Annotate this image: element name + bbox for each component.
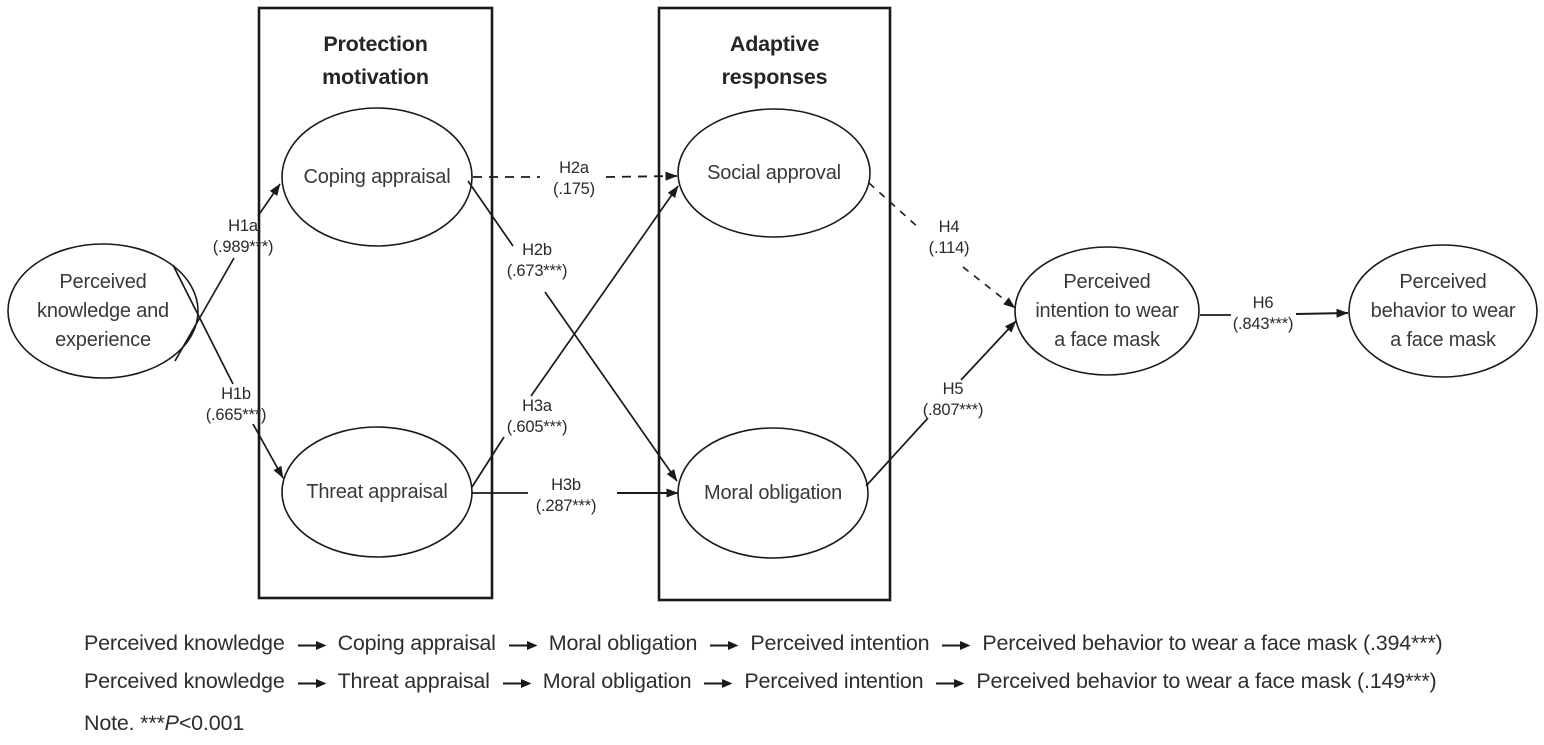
arrow-icon xyxy=(508,640,538,650)
h1a-name: H1a xyxy=(228,217,258,235)
protection-motivation-title: Protection motivation xyxy=(322,32,429,89)
h3b-label: H3b (.287***) xyxy=(516,475,616,517)
h4-value: (.114) xyxy=(928,239,970,257)
h2a-value: (.175) xyxy=(553,180,595,198)
h4-label: H4 (.114) xyxy=(899,217,999,259)
summary-1-segment-5: Perceived behavior to wear a face mask (… xyxy=(982,631,1443,655)
h4-name: H4 xyxy=(938,218,960,236)
summary-1-segment-1: Perceived knowledge xyxy=(84,631,285,655)
summary-2-segment-2: Threat appraisal xyxy=(337,669,490,693)
coping-appraisal-node-label: Coping appraisal xyxy=(303,165,451,188)
intention-node-label: Perceived intention to wear a face mask xyxy=(1035,271,1179,351)
h1a-label: H1a (.989***) xyxy=(193,216,293,258)
h2b-name: H2b xyxy=(522,241,552,259)
h5-label: H5 (.807***) xyxy=(903,379,1003,421)
h6-name: H6 xyxy=(1252,294,1274,312)
threat-appraisal-ellipse xyxy=(281,426,473,558)
behavior-ellipse xyxy=(1348,244,1538,378)
h3a-name: H3a xyxy=(522,397,552,415)
summary-1-segment-3: Moral obligation xyxy=(548,631,698,655)
h1b-path-segment xyxy=(172,264,234,385)
h1b-path-arrow xyxy=(252,423,284,479)
h1b-name: H1b xyxy=(221,385,251,403)
h3a-label: H3a (.605***) xyxy=(487,396,587,438)
h2b-path-segment xyxy=(467,180,514,247)
arrow-icon xyxy=(936,678,965,688)
h2b-value: (.673***) xyxy=(506,262,568,280)
arrow-icon xyxy=(502,678,532,688)
social-approval-node-label: Social approval xyxy=(707,162,841,184)
arrow-icon xyxy=(704,678,733,688)
h1a-path-arrow xyxy=(257,183,281,217)
moral-obligation-node-label: Moral obligation xyxy=(704,482,842,504)
social-approval-ellipse xyxy=(677,108,871,238)
arrow-icon xyxy=(297,640,327,650)
note-line: Note. ***P<0.001 xyxy=(84,711,244,736)
coping-appraisal-ellipse xyxy=(281,107,473,247)
h2a-name: H2a xyxy=(559,159,589,177)
arrow-icon xyxy=(710,640,739,650)
h2a-path-arrow xyxy=(605,171,678,181)
h6-value: (.843***) xyxy=(1232,315,1294,333)
h3a-value: (.605***) xyxy=(506,418,568,436)
h1b-value: (.665***) xyxy=(205,406,267,424)
arrow-icon xyxy=(942,640,971,650)
summary-2-segment-1: Perceived knowledge xyxy=(84,669,285,693)
h3b-name: H3b xyxy=(551,476,581,494)
h2a-label: H2a (.175) xyxy=(524,158,624,200)
protection-motivation-box xyxy=(257,6,494,600)
h4-path-arrow xyxy=(962,266,1016,309)
h1b-label: H1b (.665***) xyxy=(186,384,286,426)
summary-2-segment-4: Perceived intention xyxy=(744,669,924,693)
summary-path-row-2: Perceived knowledge Threat appraisal Mor… xyxy=(84,669,1437,694)
summary-2-segment-3: Moral obligation xyxy=(542,669,692,693)
adaptive-responses-box xyxy=(657,6,892,602)
knowledge-ellipse xyxy=(7,243,199,379)
arrow-icon xyxy=(297,678,327,688)
h2b-path-arrow xyxy=(544,291,678,482)
h3b-value: (.287***) xyxy=(535,497,597,515)
note-p-symbol: P xyxy=(164,711,179,735)
h3a-path-arrow xyxy=(530,185,679,397)
note-suffix: <0.001 xyxy=(178,711,244,735)
summary-path-row-1: Perceived knowledge Coping appraisal Mor… xyxy=(84,631,1443,656)
summary-2-segment-5: Perceived behavior to wear a face mask (… xyxy=(976,669,1437,693)
h2b-label: H2b (.673***) xyxy=(487,240,587,282)
h5-path-segment xyxy=(865,417,929,487)
h5-path-arrow xyxy=(960,320,1017,381)
h3a-path-segment xyxy=(471,436,505,488)
summary-1-segment-4: Perceived intention xyxy=(750,631,930,655)
note-prefix: Note. *** xyxy=(84,711,165,735)
intention-ellipse xyxy=(1014,246,1200,376)
summary-1-segment-2: Coping appraisal xyxy=(337,631,496,655)
h6-path-arrow xyxy=(1295,308,1349,318)
h6-label: H6 (.843***) xyxy=(1213,293,1313,335)
adaptive-responses-title: Adaptive responses xyxy=(721,32,828,89)
h4-path-segment xyxy=(868,182,921,230)
h5-value: (.807***) xyxy=(922,401,984,419)
h1a-path-segment xyxy=(174,257,235,362)
threat-appraisal-node-label: Threat appraisal xyxy=(306,481,448,503)
behavior-node-label: Perceived behavior to wear a face mask xyxy=(1370,271,1516,351)
h1a-value: (.989***) xyxy=(212,238,274,256)
knowledge-node-label: Perceived knowledge and experience xyxy=(37,270,169,351)
h5-name: H5 xyxy=(942,380,964,398)
